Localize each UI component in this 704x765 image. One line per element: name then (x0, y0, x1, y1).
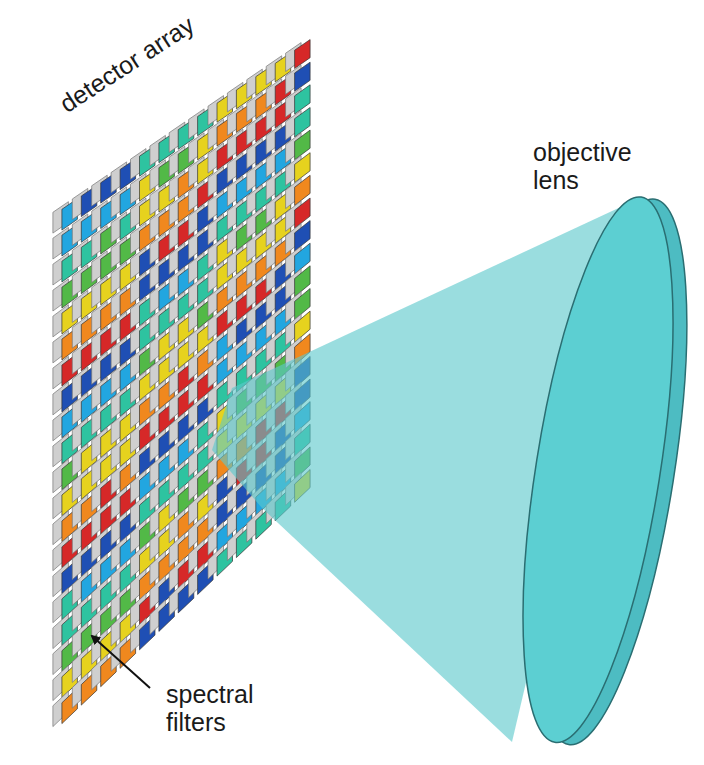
label-text: detector array (54, 10, 199, 117)
label-text: spectral filters (166, 680, 254, 736)
label-text: objective lens (533, 138, 632, 194)
part-label: spectral filters (166, 680, 306, 736)
part-label: objective lens (533, 138, 663, 194)
leader-arrow (92, 636, 150, 688)
objective-lens (494, 187, 704, 754)
lens-face (494, 187, 703, 752)
